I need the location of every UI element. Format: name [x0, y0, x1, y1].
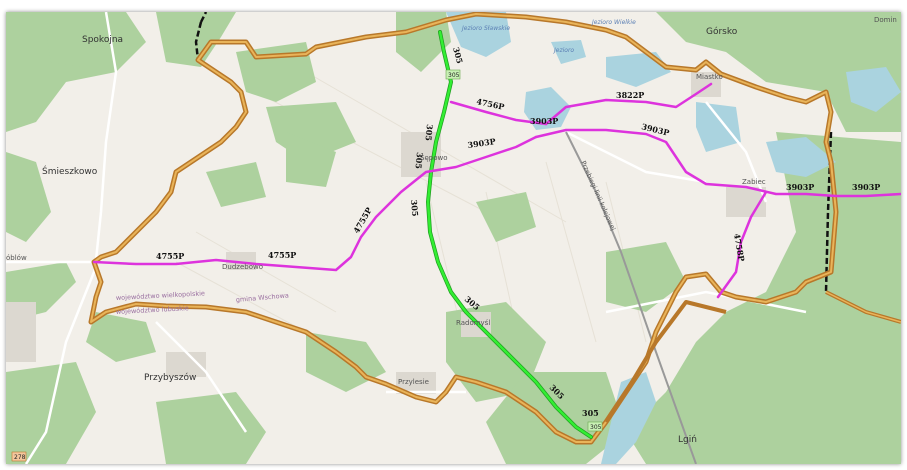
route-label-305-a: 305 — [451, 46, 465, 65]
route-label-4755-b: 4755P — [268, 250, 296, 260]
svg-text:305: 305 — [590, 424, 602, 431]
map-view[interactable]: Przebiegi linii kolejowej 305 305 305 30… — [6, 12, 901, 464]
place-przylesie: Przylesie — [398, 378, 429, 386]
route-label-305-b: 305 — [424, 124, 435, 142]
route-label-3903-d: 3903P — [786, 182, 814, 192]
route-label-3903-a: 3903P — [530, 116, 558, 126]
route-label-4758: 4758P — [732, 233, 747, 263]
road-shields: 305 305 278 — [11, 69, 603, 462]
place-spokojna: Spokojna — [82, 35, 123, 45]
route-label-305-c: 305 — [414, 152, 425, 170]
lake-centre — [524, 87, 571, 130]
svg-text:278: 278 — [14, 454, 26, 461]
svg-text:województwo lubuskie: województwo lubuskie — [116, 304, 189, 316]
svg-text:Jezioro: Jezioro — [553, 47, 574, 54]
road-3903 — [534, 128, 901, 198]
water-bodies — [446, 12, 901, 464]
svg-text:305: 305 — [448, 72, 460, 79]
place-labels: Spokojna Górsko Domin Śmieszkowo Sępowo … — [6, 16, 897, 445]
lake-east-2 — [696, 102, 741, 152]
map-canvas[interactable]: Przebiegi linii kolejowej 305 305 305 30… — [6, 12, 901, 464]
road-3822 — [544, 82, 713, 126]
svg-text:Jezioro Wielkie: Jezioro Wielkie — [591, 19, 636, 26]
road-4755 — [92, 135, 538, 272]
road-4758 — [716, 190, 768, 299]
route-label-3822: 3822P — [616, 90, 644, 100]
road-305[interactable] — [426, 30, 593, 439]
route-label-4755-a: 4755P — [156, 251, 184, 261]
svg-text:Jezioro Sławskie: Jezioro Sławskie — [461, 25, 510, 32]
place-oblow: óblów — [6, 254, 27, 262]
place-smieszkowo: Śmieszkowo — [42, 165, 98, 177]
municipality-boundary — [88, 12, 901, 445]
place-zabiec: Zabiec — [742, 178, 766, 186]
lake-north-small — [551, 40, 586, 64]
shield-278 — [11, 451, 27, 462]
route-labels: 305 305 305 305 305 305 305 4756P 3822P … — [156, 46, 880, 418]
place-przybyszow: Przybyszów — [144, 372, 196, 383]
railway-line — [565, 131, 697, 464]
settlement-areas — [6, 72, 766, 394]
place-gorsko: Górsko — [706, 26, 738, 37]
lake-north — [446, 12, 511, 57]
shield-305-bottom — [587, 421, 603, 432]
place-duszebowo: Dudzebowo — [222, 263, 263, 271]
water-labels: Jezioro Sławskie Jezioro Jezioro Wielkie — [461, 19, 636, 54]
lake-east-3 — [766, 137, 836, 177]
place-lgin: Lgiń — [678, 435, 697, 445]
lake-east-4 — [846, 67, 901, 112]
road-4756 — [449, 100, 548, 126]
route-label-3903-b: 3903P — [467, 136, 496, 150]
route-label-305-g: 305 — [582, 408, 599, 418]
district-roads[interactable] — [92, 82, 901, 299]
place-mieszkow: Miastko — [696, 73, 723, 81]
route-label-305-d: 305 — [409, 199, 420, 217]
place-radomysl: Radomyśl — [456, 319, 490, 327]
route-label-3903-e: 3903P — [852, 182, 880, 192]
shield-305-top — [445, 69, 461, 80]
place-domin: Domin — [874, 16, 897, 24]
river-south — [601, 372, 656, 464]
voivodeship-border — [194, 12, 833, 293]
place-sepowo: Sępowo — [420, 154, 447, 162]
